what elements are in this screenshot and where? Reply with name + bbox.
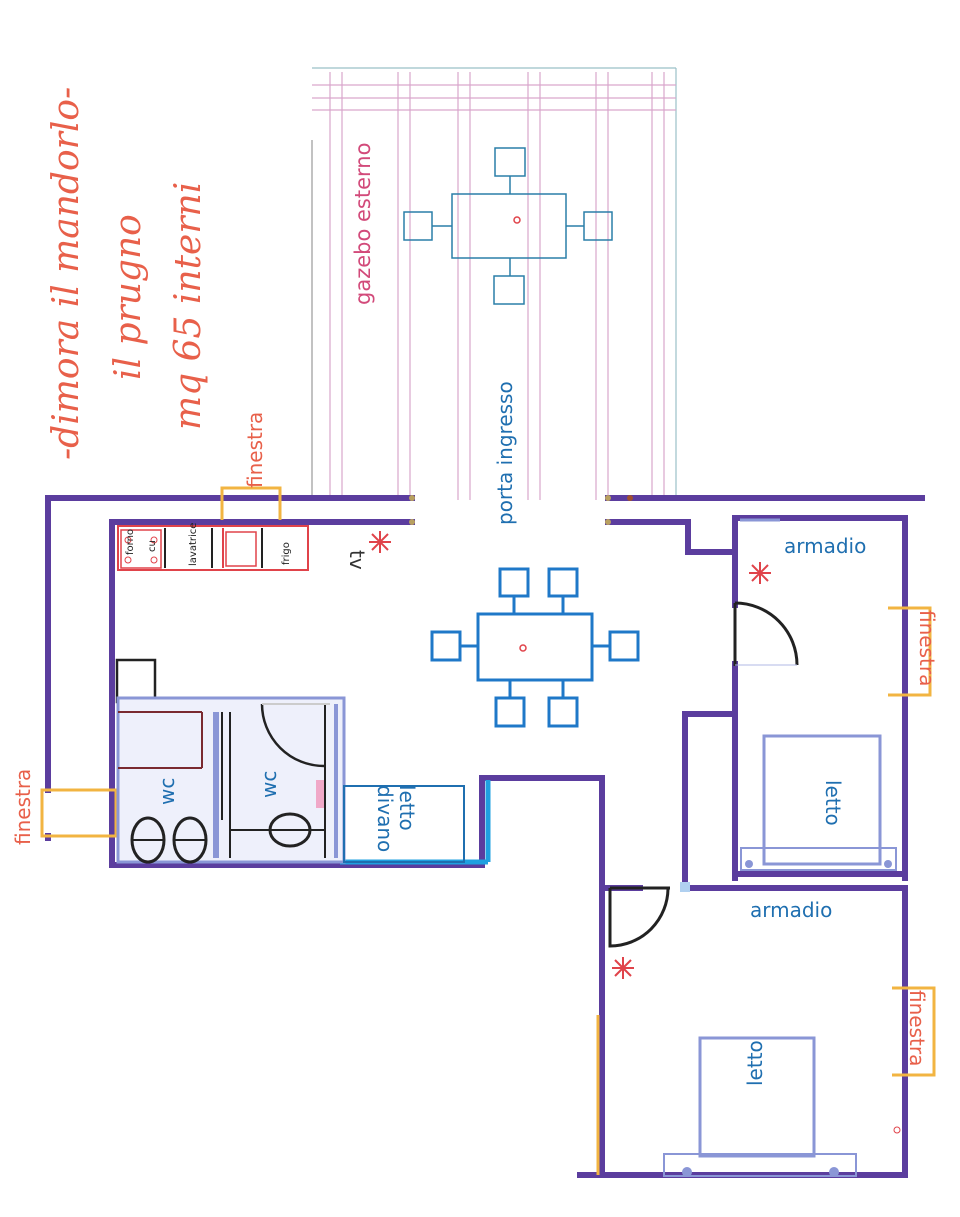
window-label-bedroom-1: finestra	[915, 610, 939, 686]
bedroom-1	[733, 518, 897, 871]
dining-table	[430, 567, 640, 728]
window-label-bath: finestra	[11, 769, 35, 845]
hob-label: cu	[147, 540, 158, 552]
snowflake-icon	[612, 957, 634, 979]
gazebo-area	[311, 67, 677, 500]
snowflake-icon	[369, 531, 391, 553]
window-label-bedroom-2: finestra	[905, 990, 929, 1066]
window-label-kitchen: finestra	[243, 412, 267, 488]
wardrobe-label-2: armadio	[750, 898, 832, 922]
sofa-bed	[343, 785, 465, 863]
sofa-bed-label-2: letto	[395, 785, 419, 831]
sofa-bed-label-1: divano	[373, 785, 397, 852]
entrance-door-markers	[409, 495, 633, 525]
bed-label-2: letto	[743, 1040, 767, 1086]
title-line-3: mq 65 interni	[168, 182, 209, 430]
title-line-1: -dimora il mandorlo-	[46, 87, 87, 460]
wc-label-1: wc	[155, 778, 179, 805]
gazebo-table	[403, 147, 613, 305]
oven-label: forno	[125, 529, 136, 555]
wc-label-2: wc	[257, 771, 281, 798]
title-line-2: il prugno	[108, 214, 149, 380]
wardrobe-label-1: armadio	[784, 534, 866, 558]
snowflake-icon	[749, 562, 771, 584]
tv-label: tv	[345, 550, 369, 570]
gazebo-label: gazebo esterno	[351, 143, 375, 305]
kitchen-counter	[117, 525, 309, 571]
bathrooms	[115, 658, 346, 864]
fridge-label: frigo	[281, 542, 292, 565]
title-block: -dimora il mandorlo- il prugno mq 65 int…	[46, 87, 209, 460]
washer-label: lavatrice	[188, 523, 199, 566]
windows	[40, 486, 936, 1175]
entrance-label: porta ingresso	[493, 381, 517, 525]
bedroom-2	[608, 882, 901, 1177]
bed-label-1: letto	[821, 780, 845, 826]
